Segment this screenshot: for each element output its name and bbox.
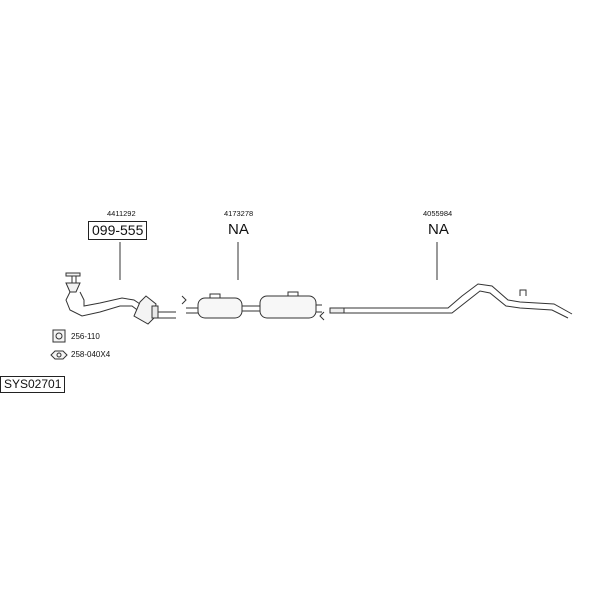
gasket-icon: [52, 329, 66, 343]
part-number-front: 4411292: [107, 209, 136, 218]
code-rear: NA: [428, 221, 449, 238]
part-number-rear: 4055984: [423, 209, 453, 218]
fitting-label-nut: 258-040X4: [71, 350, 111, 359]
rear-tailpipe: [329, 283, 573, 319]
nut-icon: [50, 350, 68, 360]
front-pipe-catalyst: [65, 272, 176, 325]
code-box-front: 099-555: [88, 221, 148, 240]
fitting-label-gasket: 256-110: [71, 332, 100, 341]
part-number-middle: 4173278: [224, 209, 254, 218]
code-middle: NA: [228, 221, 249, 238]
middle-silencers: [181, 291, 325, 321]
system-code-box: SYS02701: [0, 376, 66, 393]
